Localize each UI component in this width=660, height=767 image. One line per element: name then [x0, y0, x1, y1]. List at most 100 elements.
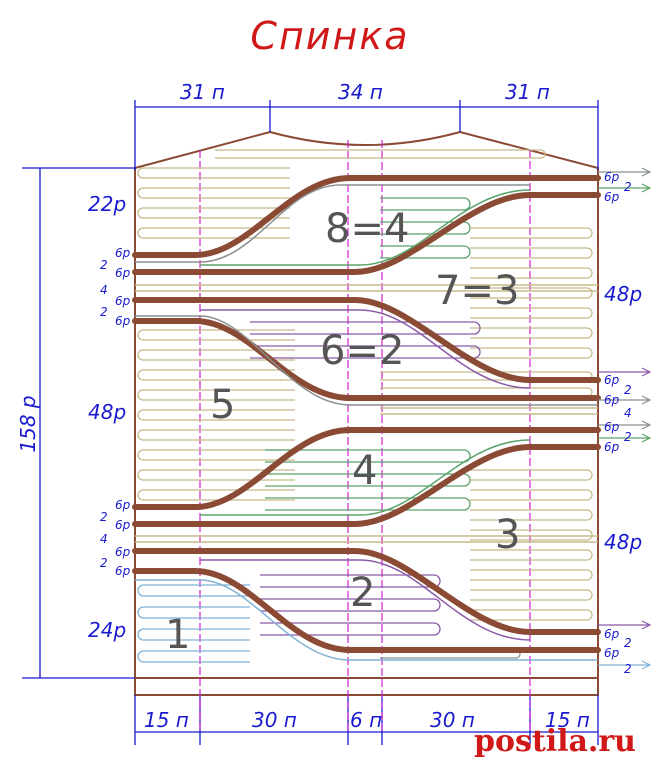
zone-8: 8=4 — [325, 206, 410, 252]
mark-left-2-1: 2 — [100, 258, 108, 272]
mark-left-6p-4: 6р — [115, 314, 131, 328]
colored-guides — [135, 184, 598, 661]
serpentine-loop — [470, 247, 593, 259]
serpentine-loop — [250, 321, 481, 335]
mark-left-4-1: 4 — [100, 283, 108, 297]
serpentine-loop — [137, 409, 295, 421]
mark-left-2-4: 2 — [100, 556, 108, 570]
mark-right-6p-8: 6р — [604, 646, 620, 660]
bottom-dim-2: 30 п — [252, 708, 297, 732]
mark-right-6p-4: 6р — [604, 393, 620, 407]
serpentine-loop — [137, 207, 290, 219]
short-row-curves — [132, 175, 601, 653]
mark-right-6p-2: 6р — [604, 190, 620, 204]
right-row-top: 48р — [604, 282, 643, 306]
serpentine-loop — [470, 569, 593, 581]
serpentine-loop — [137, 429, 295, 441]
mark-left-2-2: 2 — [100, 305, 108, 319]
serpentine-loop — [470, 609, 593, 621]
serpentine-loop — [470, 529, 593, 541]
mark-left-6p-1: 6р — [115, 246, 131, 260]
serpentine-loop — [470, 489, 593, 501]
serpentine-loop — [470, 307, 593, 319]
serpentine-loop — [470, 327, 593, 339]
top-dim-left: 31 п — [180, 80, 225, 104]
watermark: postila.ru — [473, 724, 636, 759]
serpentine-loop — [137, 628, 250, 641]
right-arrows — [598, 167, 652, 670]
zone-3: 3 — [495, 512, 521, 558]
serpentine-loop — [137, 584, 250, 597]
mark-right-2-4: 2 — [624, 636, 632, 650]
mark-left-6p-2: 6р — [115, 266, 131, 280]
serpentine-loop — [137, 469, 295, 481]
serpentine-loop — [137, 329, 295, 341]
left-row-top: 22р — [88, 192, 127, 216]
mark-right-2-3: 2 — [624, 430, 632, 444]
serpentine-loop — [215, 149, 546, 159]
mark-left-6p-5: 6р — [115, 498, 131, 512]
zone-6: 6=2 — [320, 328, 405, 374]
serpentine-loop — [470, 589, 593, 601]
zone-2: 2 — [350, 570, 376, 616]
zone-4: 4 — [352, 448, 378, 494]
mark-left-4-2: 4 — [100, 532, 108, 546]
serpentine-loop — [470, 549, 593, 561]
top-dim-right: 31 п — [505, 80, 550, 104]
serpentine-loop — [265, 497, 471, 511]
left-row-middle: 48р — [88, 400, 127, 424]
mark-left-6p-7: 6р — [115, 545, 131, 559]
mark-right-6p-1: 6р — [604, 170, 620, 184]
serpentine-loop — [137, 489, 295, 501]
serpentine-loop — [260, 598, 441, 612]
serpentine-loop — [470, 267, 593, 279]
mark-right-4-1: 4 — [624, 406, 632, 420]
serpentine-loop — [137, 389, 295, 401]
serpentine-loop — [137, 449, 295, 461]
page-title: Спинка — [250, 14, 410, 58]
mark-left-6p-3: 6р — [115, 294, 131, 308]
height-dimension-line — [22, 167, 135, 679]
serpentine-loop — [137, 606, 250, 619]
serpentine-loop — [137, 187, 290, 199]
serpentine-loop — [137, 369, 295, 381]
height-dim: 158 р — [16, 395, 40, 453]
mark-right-6p-5: 6р — [604, 420, 620, 434]
serpentine-loop — [137, 349, 295, 361]
divider-lines — [135, 284, 598, 543]
mark-right-2-2: 2 — [624, 383, 632, 397]
left-row-bottom: 24р — [88, 618, 127, 642]
serpentine-loop — [380, 387, 593, 397]
serpentine-loop — [470, 509, 593, 521]
mark-right-2-5: 2 — [624, 662, 632, 676]
mark-left-6p-6: 6р — [115, 518, 131, 532]
mark-right-6p-7: 6р — [604, 627, 620, 641]
serpentine-loop — [250, 345, 481, 359]
serpentine-loop — [260, 622, 441, 636]
serpentine-loop — [470, 469, 593, 481]
zone-7: 7=3 — [435, 268, 520, 314]
serpentine-loop — [470, 227, 593, 239]
mark-right-6p-6: 6р — [604, 440, 620, 454]
mark-right-6p-3: 6р — [604, 373, 620, 387]
bottom-dim-4: 30 п — [430, 708, 475, 732]
top-dim-center: 34 п — [338, 80, 383, 104]
mark-left-2-3: 2 — [100, 510, 108, 524]
zone-5: 5 — [210, 382, 236, 428]
serpentine-loop — [470, 287, 593, 299]
bottom-dim-5: 15 п — [545, 708, 590, 732]
mark-right-2-1: 2 — [624, 180, 632, 194]
serpentine-loop — [137, 167, 290, 179]
bottom-dim-3: 6 п — [350, 708, 383, 732]
top-dimension-lines — [134, 100, 599, 170]
serpentine-loop — [380, 245, 471, 259]
serpentine-loop — [137, 650, 250, 663]
serpentine-loop — [470, 347, 593, 359]
mark-left-6p-8: 6р — [115, 564, 131, 578]
zone-1: 1 — [165, 612, 191, 658]
serpentine-loop — [380, 197, 471, 211]
row-serpentines — [137, 149, 593, 663]
right-row-bottom: 48р — [604, 530, 643, 554]
serpentine-loop — [137, 227, 290, 239]
